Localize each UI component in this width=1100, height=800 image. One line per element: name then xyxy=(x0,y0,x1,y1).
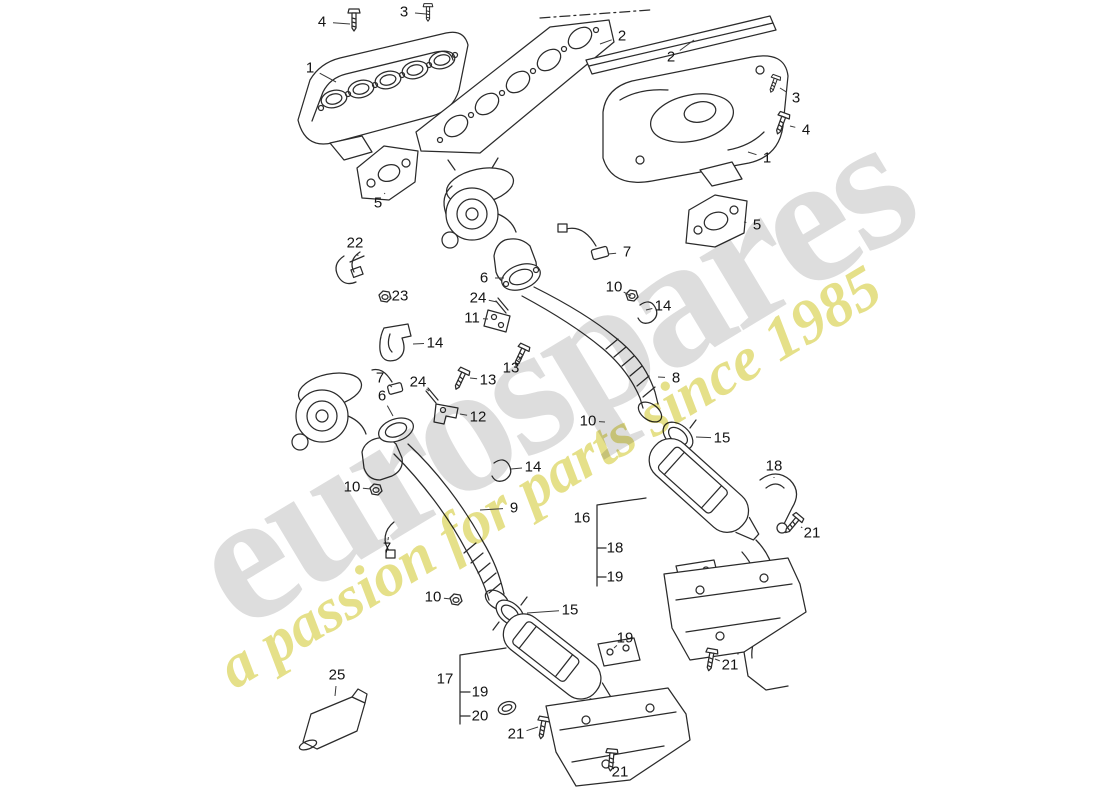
part-callout-14: 14 xyxy=(524,458,542,476)
part-callout-6: 6 xyxy=(377,387,387,405)
part-callout-11: 11 xyxy=(464,309,480,327)
part-oxygen-sensor-cable xyxy=(384,521,396,559)
part-heat-shield-right xyxy=(585,15,777,75)
part-callout-20: 20 xyxy=(471,707,489,725)
part-downpipe-right xyxy=(521,286,663,423)
callout-bracket-16 xyxy=(596,497,647,587)
part-callout-23: 23 xyxy=(391,287,409,305)
part-callout-1: 1 xyxy=(762,149,772,167)
part-callout-21: 21 xyxy=(803,524,821,542)
part-turbocharger-upper xyxy=(441,157,537,285)
part-callout-21: 21 xyxy=(611,763,629,781)
part-gasket-lower-left xyxy=(356,145,419,201)
part-gasket-center xyxy=(415,19,615,154)
stud-24-upper-icon xyxy=(495,297,509,314)
part-callout-10: 10 xyxy=(343,478,361,496)
part-exhaust-manifold-left xyxy=(297,31,469,161)
part-turbocharger-lower xyxy=(291,372,403,481)
part-callout-3: 3 xyxy=(399,3,409,21)
part-callout-21: 21 xyxy=(507,725,525,743)
part-bracket-plate-left xyxy=(597,637,641,667)
part-callout-13: 13 xyxy=(479,371,497,389)
part-exhaust-manifold-right xyxy=(602,55,789,187)
part-callout-10: 10 xyxy=(579,412,597,430)
part-sealant-tube xyxy=(298,688,368,751)
part-callout-10: 10 xyxy=(605,278,623,296)
part-callout-7: 7 xyxy=(622,243,632,261)
part-hanger-hook-mid xyxy=(491,459,512,482)
callout-bracket-17 xyxy=(459,647,507,725)
part-downpipe-left xyxy=(393,443,510,611)
part-callout-14: 14 xyxy=(426,334,444,352)
part-callout-3: 3 xyxy=(791,89,801,107)
part-callout-25: 25 xyxy=(328,666,346,684)
part-callout-9: 9 xyxy=(509,499,519,517)
part-gasket-flange-upper xyxy=(501,263,541,291)
alignment-centerline xyxy=(539,9,651,19)
part-callout-21: 21 xyxy=(721,656,739,674)
part-callout-19: 19 xyxy=(616,629,634,647)
part-clamp-spring xyxy=(335,251,365,285)
part-oxygen-sensor-upper xyxy=(557,223,610,261)
part-callout-7: 7 xyxy=(375,369,385,387)
part-callout-5: 5 xyxy=(752,216,762,234)
part-callout-6: 6 xyxy=(479,269,489,287)
part-callout-24: 24 xyxy=(469,289,487,307)
part-callout-13: 13 xyxy=(502,359,520,377)
part-callout-18: 18 xyxy=(765,457,783,475)
part-callout-2: 2 xyxy=(666,48,676,66)
part-callout-18: 18 xyxy=(606,539,624,557)
part-callout-4: 4 xyxy=(317,13,327,31)
part-callout-16: 16 xyxy=(573,509,591,527)
part-callout-7: 7 xyxy=(382,539,392,557)
part-callout-17: 17 xyxy=(436,670,454,688)
part-callout-24: 24 xyxy=(409,373,427,391)
part-gasket-flange-lower xyxy=(378,417,414,443)
part-callout-2: 2 xyxy=(617,27,627,45)
part-callout-14: 14 xyxy=(654,297,672,315)
part-callout-5: 5 xyxy=(373,194,383,212)
part-callout-1: 1 xyxy=(305,59,315,77)
part-mount-frame-right xyxy=(663,557,807,691)
part-gasket-ring-20 xyxy=(497,700,517,716)
part-oxygen-sensor-mid xyxy=(371,368,404,395)
stud-24-lower-icon xyxy=(425,387,439,404)
part-callout-10: 10 xyxy=(424,588,442,606)
part-hanger-right xyxy=(759,473,798,534)
part-hanger-hook-right xyxy=(637,301,658,324)
part-callout-4: 4 xyxy=(801,121,811,139)
part-callout-12: 12 xyxy=(469,408,487,426)
part-callout-15: 15 xyxy=(561,601,579,619)
part-callout-19: 19 xyxy=(606,568,624,586)
part-bracket-12 xyxy=(433,403,459,425)
part-bracket-11 xyxy=(483,309,511,333)
part-gasket-lower-right xyxy=(685,194,748,248)
part-callout-15: 15 xyxy=(713,429,731,447)
part-callout-8: 8 xyxy=(671,369,681,387)
part-callout-22: 22 xyxy=(346,234,364,252)
part-hanger-hook-main xyxy=(379,323,412,362)
part-callout-19: 19 xyxy=(471,683,489,701)
part-mount-frame-left xyxy=(545,687,691,787)
